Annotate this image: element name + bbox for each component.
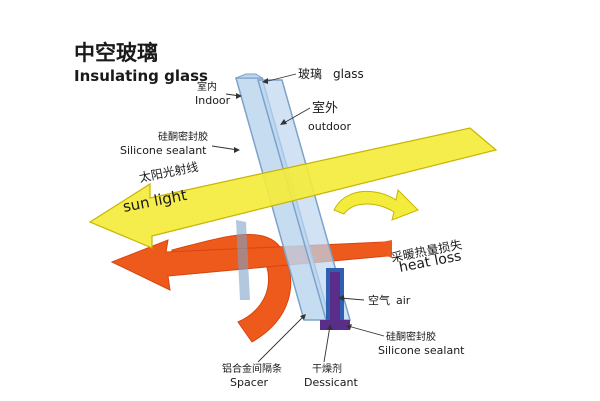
glass-label-en: glass: [333, 67, 364, 81]
glass-unit: [235, 73, 351, 330]
leader-sealant-bottom: [347, 325, 385, 337]
sunlight-arrow: [88, 127, 498, 249]
leader-outdoor: [281, 107, 311, 125]
outdoor-label-zh: 室外: [312, 100, 338, 116]
arrowhead-glass: [262, 78, 268, 84]
leader-glass: [263, 73, 297, 83]
leader-sealant-top: [211, 145, 239, 151]
glass-label-zh: 玻璃: [298, 67, 322, 81]
arrowhead-desiccant: [327, 324, 333, 330]
silicone-sealant-bottom-en: Silicone sealant: [378, 344, 465, 357]
silicone-sealant-top-en: Silicone sealant: [120, 144, 207, 157]
spacer-label-zh: 铝合金间隔条: [222, 362, 282, 375]
air-label-en: air: [396, 294, 411, 307]
leader-arrowheads: [234, 78, 352, 330]
glass-pane-indoor-edge: [235, 73, 264, 79]
arrowhead-spacer: [300, 314, 306, 320]
heat-loss-arrowhead-outdoor: [360, 240, 392, 258]
sunlight-reflect-arrow: [333, 188, 419, 221]
outdoor-label-en: outdoor: [308, 120, 351, 133]
silicone-sealant-top-zh: 硅酮密封胶: [158, 130, 208, 143]
air-label-zh: 空气: [368, 293, 390, 307]
title-zh: 中空玻璃: [74, 41, 158, 65]
indoor-label-en: Indoor: [195, 94, 231, 107]
title-en: Insulating glass: [74, 67, 208, 85]
sunlight-label-zh: 太阳光射线: [138, 159, 200, 185]
leader-desiccant: [323, 325, 331, 363]
silicone-sealant-bottom: [320, 320, 350, 330]
arrowhead-air: [338, 295, 344, 301]
desiccant-label-zh: 干燥剂: [312, 362, 342, 375]
arrowhead-indoor: [236, 93, 242, 99]
arrowhead-sealant-bottom: [346, 324, 352, 330]
silicone-sealant-bottom-zh: 硅酮密封胶: [386, 330, 436, 343]
spacer-frame-left: [236, 220, 250, 300]
indoor-label-zh: 室内: [197, 80, 217, 93]
leader-lines: [211, 73, 385, 363]
leader-spacer: [257, 315, 305, 363]
arrowhead-sealant-top: [234, 147, 240, 153]
arrowhead-outdoor: [280, 119, 287, 125]
desiccant-fill: [330, 272, 340, 322]
spacer-label-en: Spacer: [230, 376, 269, 389]
desiccant-label-en: Dessicant: [304, 376, 359, 389]
